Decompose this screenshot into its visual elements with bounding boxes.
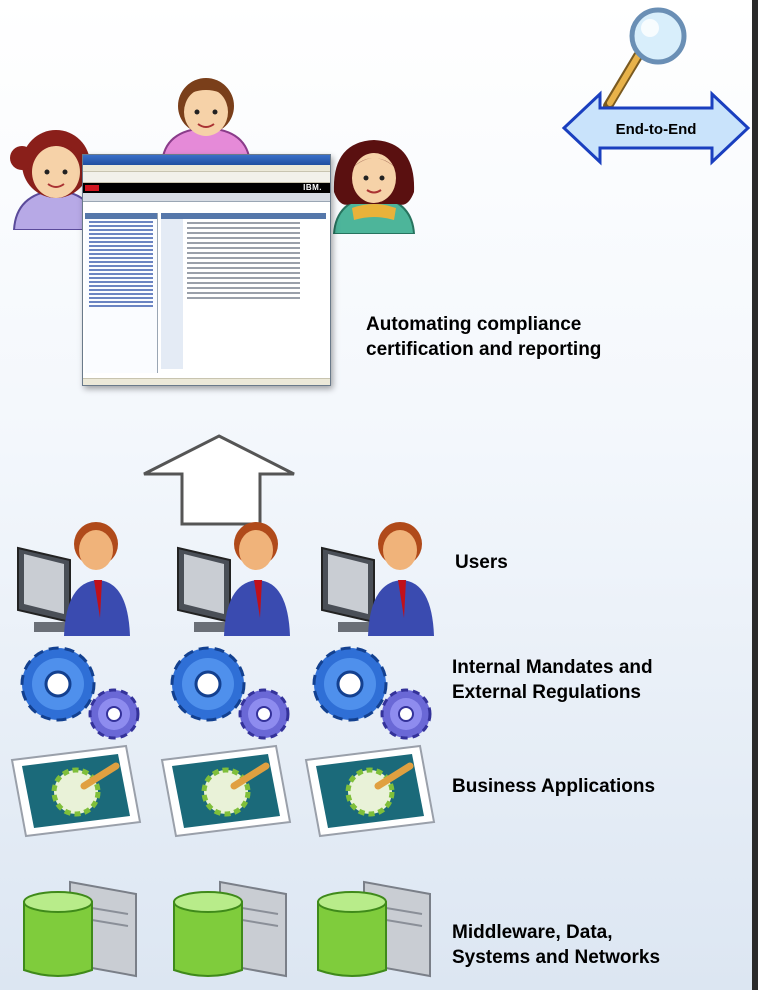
window-toolbar [83, 172, 330, 183]
person-icon [332, 140, 416, 234]
middleware-line-2: Systems and Networks [452, 947, 661, 968]
window-titlebar [83, 155, 330, 165]
window-menubar [83, 165, 330, 172]
end-to-end-badge: End-to-End [561, 90, 751, 166]
user-at-computer-icon [321, 522, 434, 636]
database-server-icon [23, 880, 137, 978]
user-at-computer-icon [177, 522, 290, 636]
business-label: Business Applications [452, 776, 656, 797]
mandates-label: Internal Mandates and External Regulatio… [452, 655, 653, 705]
window-tabs [83, 193, 330, 202]
users-label: Users [455, 552, 508, 573]
ibm-brand-bar: IBM. [83, 183, 330, 193]
app-icon [304, 744, 436, 838]
magnifier-icon [603, 7, 687, 111]
gear-icon [170, 646, 290, 740]
badge-text: End-to-End [616, 121, 697, 138]
mandates-line-1: Internal Mandates and [452, 657, 653, 678]
navigation-pane [85, 213, 158, 373]
user-at-computer-icon [17, 522, 130, 636]
brand-mark [85, 185, 99, 191]
automating-line-1: Automating compliance [366, 314, 582, 335]
middleware-line-1: Middleware, Data, [452, 922, 613, 943]
automating-line-2: certification and reporting [366, 339, 602, 360]
up-arrow-icon [143, 434, 295, 526]
database-server-icon [173, 880, 287, 978]
middleware-label: Middleware, Data, Systems and Networks [452, 920, 660, 970]
app-icon [10, 744, 142, 838]
database-server-icon [317, 880, 431, 978]
content-pane [161, 213, 326, 373]
window-statusbar [83, 378, 330, 385]
person-icon [160, 78, 252, 164]
gear-icon [312, 646, 432, 740]
automating-label: Automating compliance certification and … [366, 312, 601, 362]
right-border [752, 0, 758, 990]
gear-icon [20, 646, 140, 740]
mandates-line-2: External Regulations [452, 682, 641, 703]
admin-console-screenshot: IBM. [82, 154, 331, 386]
ibm-logo: IBM. [303, 183, 322, 192]
app-icon [160, 744, 292, 838]
